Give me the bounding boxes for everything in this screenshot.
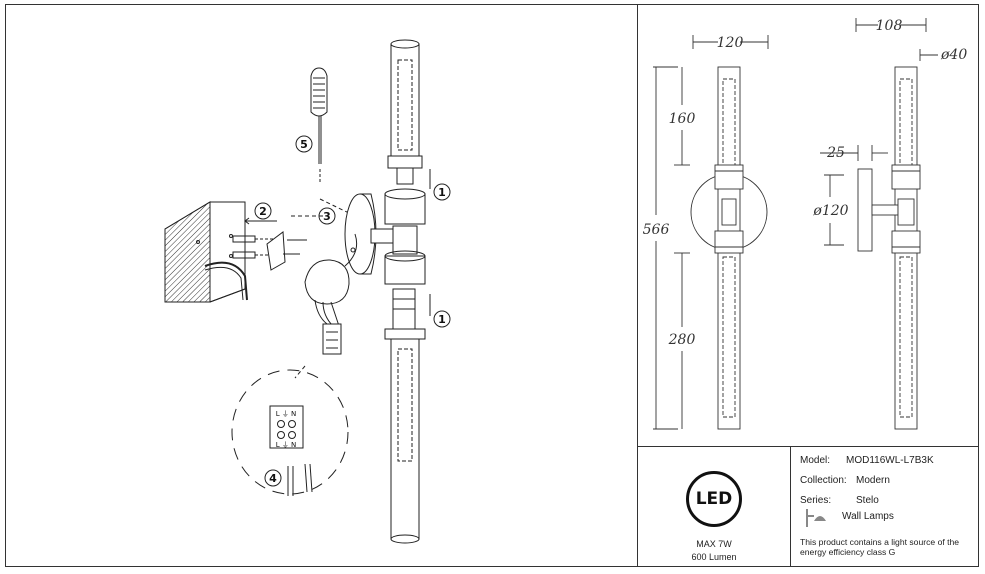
- dim-plate-depth: 25: [826, 145, 845, 161]
- step-1-top: 1: [438, 186, 446, 199]
- drawing-frame: [5, 4, 979, 567]
- led-max-power: MAX 7W: [696, 539, 732, 549]
- dim-total-height: 566: [643, 222, 670, 238]
- step-2: 2: [259, 205, 267, 218]
- wall-block: [164, 201, 248, 303]
- assembly-drawing: 5 2 3 1 1 4 L ⏚ N L ⏚ N: [164, 39, 451, 544]
- divider-horizontal: [637, 446, 979, 447]
- dim-tube-diameter: ø40: [940, 47, 967, 63]
- step-5: 5: [300, 138, 308, 151]
- top-tube: [387, 39, 431, 189]
- front-view: [690, 66, 768, 430]
- step-1-bottom: 1: [438, 313, 446, 326]
- led-logo-text: LED: [695, 489, 733, 509]
- series-label: Series:: [800, 495, 832, 506]
- side-view: [857, 66, 921, 430]
- dim-front-width: 120: [717, 35, 744, 51]
- back-plate: [344, 193, 394, 275]
- step-3: 3: [323, 210, 331, 223]
- series-row: Series: Stelo: [800, 495, 879, 506]
- series-value: Stelo: [856, 495, 879, 506]
- divider-vertical: [637, 4, 638, 567]
- magnified-terminal: [231, 365, 349, 496]
- led-lumen: 600 Lumen: [691, 552, 737, 562]
- wall-lamp-icon: [806, 509, 826, 527]
- screwdriver: [310, 67, 328, 182]
- middle-hub: [384, 188, 426, 285]
- bottom-tube: [384, 288, 431, 544]
- led-panel: LED MAX 7W 600 Lumen: [638, 447, 790, 567]
- dim-plate-diameter: ø120: [812, 203, 848, 219]
- model-value: MOD116WL-L7B3K: [846, 455, 934, 466]
- canopy-wires: [304, 233, 358, 355]
- collection-row: Collection: Modern: [800, 475, 890, 486]
- dim-top-height: 160: [669, 111, 696, 127]
- energy-note: This product contains a light source of …: [800, 537, 960, 557]
- model-row: Model: MOD116WL-L7B3K: [800, 455, 934, 466]
- collection-value: Modern: [856, 475, 890, 486]
- terminal-bottom-label: L ⏚ N: [276, 441, 297, 449]
- model-label: Model:: [800, 455, 831, 466]
- terminal-top-label: L ⏚ N: [276, 410, 297, 418]
- divider-info: [790, 446, 791, 567]
- dim-bottom-height: 280: [668, 332, 696, 348]
- collection-label: Collection:: [800, 475, 847, 486]
- dim-side-width: 108: [876, 18, 903, 34]
- category-label: Wall Lamps: [842, 511, 894, 522]
- led-logo: LED: [686, 471, 742, 527]
- step-4: 4: [269, 472, 277, 485]
- dimension-drawing: 120 108 ø40 160 566 280 25 ø120: [643, 18, 967, 430]
